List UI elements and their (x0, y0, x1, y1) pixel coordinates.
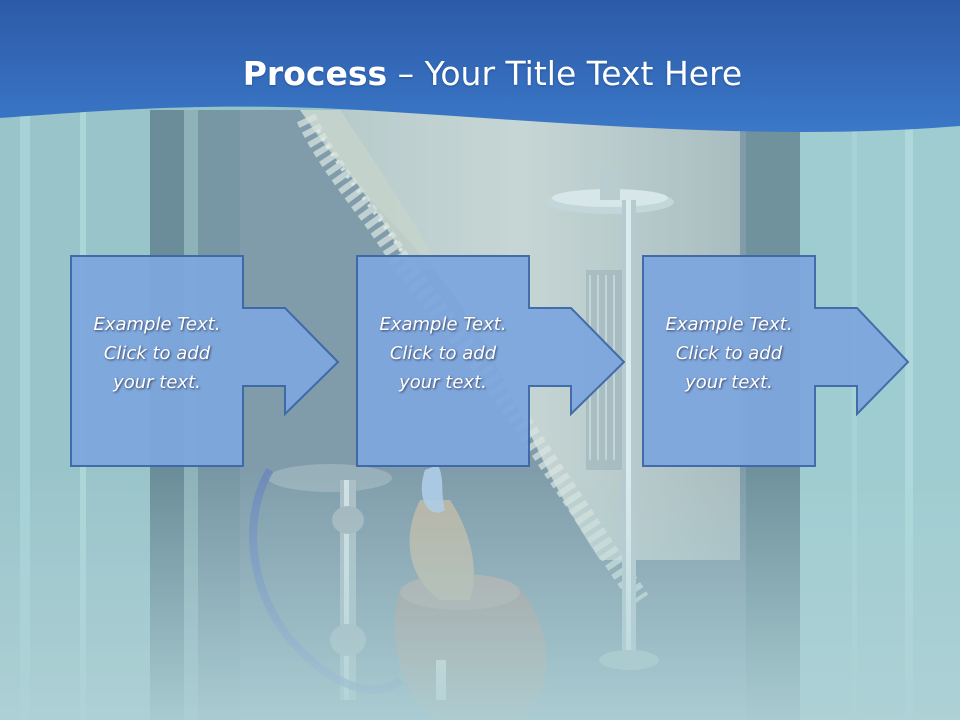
step-text-line-1: Example Text. (93, 314, 221, 335)
step-text-line-3: your text. (685, 372, 773, 393)
process-step-3[interactable]: Example Text. Click to add your text. (642, 255, 913, 467)
step-text-line-1: Example Text. (379, 314, 507, 335)
step-text-line-2: Click to add (389, 343, 497, 364)
step-text-line-2: Click to add (103, 343, 211, 364)
step-text[interactable]: Example Text. Click to add your text. (71, 310, 243, 397)
title-rest-text: – Your Title Text Here (387, 54, 743, 93)
process-step-2[interactable]: Example Text. Click to add your text. (356, 255, 627, 467)
step-text[interactable]: Example Text. Click to add your text. (643, 310, 815, 397)
title-bold-text: Process (242, 54, 388, 93)
step-box-arrow (356, 255, 626, 467)
step-text-line-2: Click to add (675, 343, 783, 364)
step-text-line-3: your text. (399, 372, 487, 393)
page-title: Process – Your Title Text Here (0, 52, 960, 96)
process-step-shape (642, 255, 910, 467)
step-text[interactable]: Example Text. Click to add your text. (357, 310, 529, 397)
process-step-shape (356, 255, 626, 467)
process-step-shape (70, 255, 340, 467)
arrow-head-shape (243, 256, 285, 308)
process-step-1[interactable]: Example Text. Click to add your text. (70, 255, 341, 467)
step-text-line-3: your text. (113, 372, 201, 393)
step-box-arrow (70, 255, 340, 467)
step-text-line-1: Example Text. (665, 314, 793, 335)
step-box-arrow (642, 255, 910, 467)
